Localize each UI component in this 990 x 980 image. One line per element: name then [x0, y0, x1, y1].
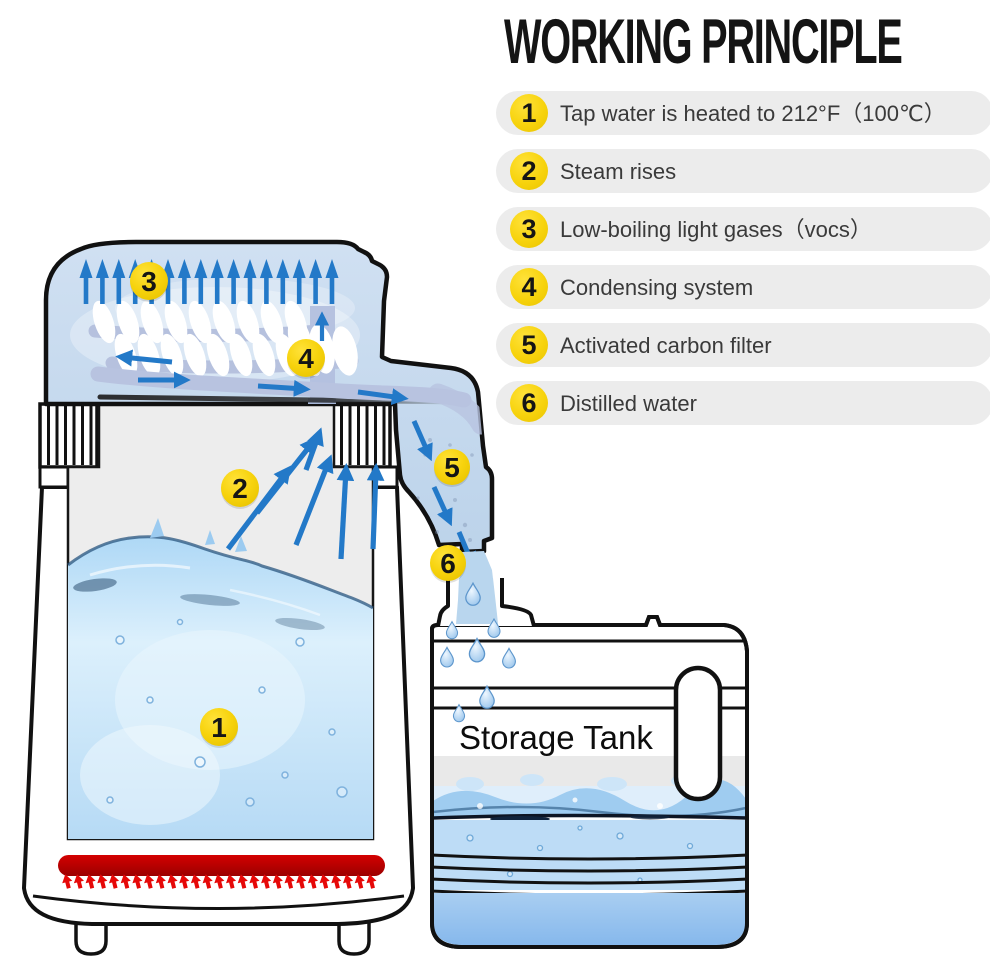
- legend-badge-4: 4: [510, 268, 548, 306]
- condenser-head: [46, 242, 492, 570]
- badge-2: 2: [221, 469, 259, 509]
- legend-item-2: 2 Steam rises: [496, 149, 990, 193]
- tank-water-bottom: [433, 893, 746, 945]
- svg-text:5: 5: [444, 452, 460, 483]
- legend-text-2: Steam rises: [560, 159, 677, 184]
- legend-badge-1: 1: [510, 94, 548, 132]
- legend-text-3: Low-boiling light gases（vocs）: [560, 217, 872, 242]
- tank-neck: [436, 578, 536, 627]
- svg-text:2: 2: [232, 473, 248, 504]
- legend-badge-5: 5: [510, 326, 548, 364]
- page-title: WORKING PRINCIPLE: [504, 7, 903, 77]
- badge-4: 4: [287, 339, 325, 379]
- tank-water-surface: [432, 813, 747, 820]
- legend-item-5: 5 Activated carbon filter: [496, 323, 990, 367]
- storage-tank: Storage Tank: [430, 615, 749, 949]
- diagram-badges: 1 2 3 4 5 6: [130, 262, 470, 748]
- svg-text:6: 6: [440, 548, 456, 579]
- badge-6: 6: [430, 545, 466, 583]
- legend-item-4: 4 Condensing system: [496, 265, 990, 309]
- legend-item-3: 3 Low-boiling light gases（vocs）: [496, 207, 990, 251]
- airflow-arrows: [115, 311, 409, 406]
- svg-text:3: 3: [141, 266, 157, 297]
- svg-text:1: 1: [211, 712, 227, 743]
- heating-element: [58, 855, 385, 890]
- legend-text-4: Condensing system: [560, 275, 754, 300]
- base-seam: [32, 894, 405, 910]
- legend-text-1: Tap water is heated to 212°F（100℃）: [560, 101, 946, 126]
- steam-rise-arrows: [225, 427, 385, 560]
- legend-text-5: Activated carbon filter: [560, 333, 772, 358]
- distiller-foot-left: [74, 916, 108, 956]
- tank-splash: [432, 774, 747, 818]
- legend-badge-3: 3: [510, 210, 548, 248]
- legend-item-1: 1 Tap water is heated to 212°F（100℃）: [496, 91, 990, 135]
- legend-badge-2: 2: [510, 152, 548, 190]
- tank-handle: [673, 665, 723, 802]
- svg-text:4: 4: [298, 343, 314, 374]
- distiller-foot-right: [337, 916, 371, 956]
- badge-5: 5: [434, 449, 470, 487]
- legend-text-6: Distilled water: [560, 391, 697, 416]
- legend-badge-6: 6: [510, 384, 548, 422]
- tap-water: [67, 518, 374, 839]
- storage-tank-label: Storage Tank: [459, 719, 653, 756]
- badge-3: 3: [130, 262, 168, 302]
- badge-1: 1: [200, 708, 238, 748]
- distiller-body: [22, 402, 415, 956]
- legend-item-6: 6 Distilled water: [496, 381, 990, 425]
- legend: 1 Tap water is heated to 212°F（100℃） 2 S…: [0, 0, 990, 440]
